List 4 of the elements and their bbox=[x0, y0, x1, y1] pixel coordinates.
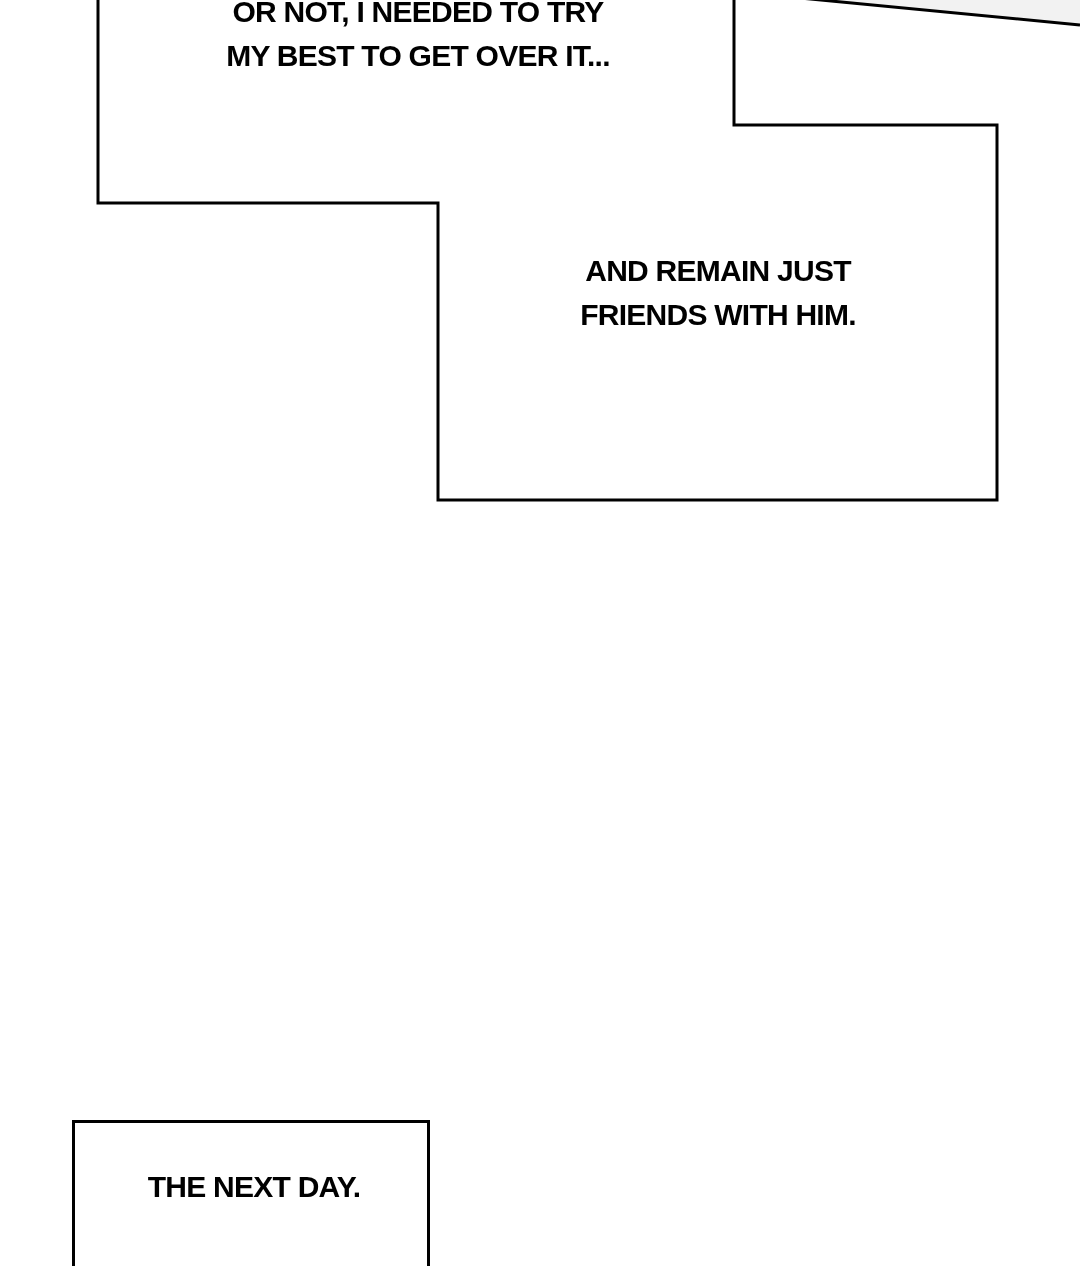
narration-box bbox=[72, 1120, 430, 1266]
narration-text: OR NOT, I NEEDED TO TRY MY BEST TO GET OVER IT... bbox=[225, 0, 611, 74]
narration-text: AND REMAIN JUST FRIENDS WITH HIM. bbox=[579, 253, 857, 333]
narration-text: THE NEXT DAY. bbox=[146, 1169, 362, 1205]
